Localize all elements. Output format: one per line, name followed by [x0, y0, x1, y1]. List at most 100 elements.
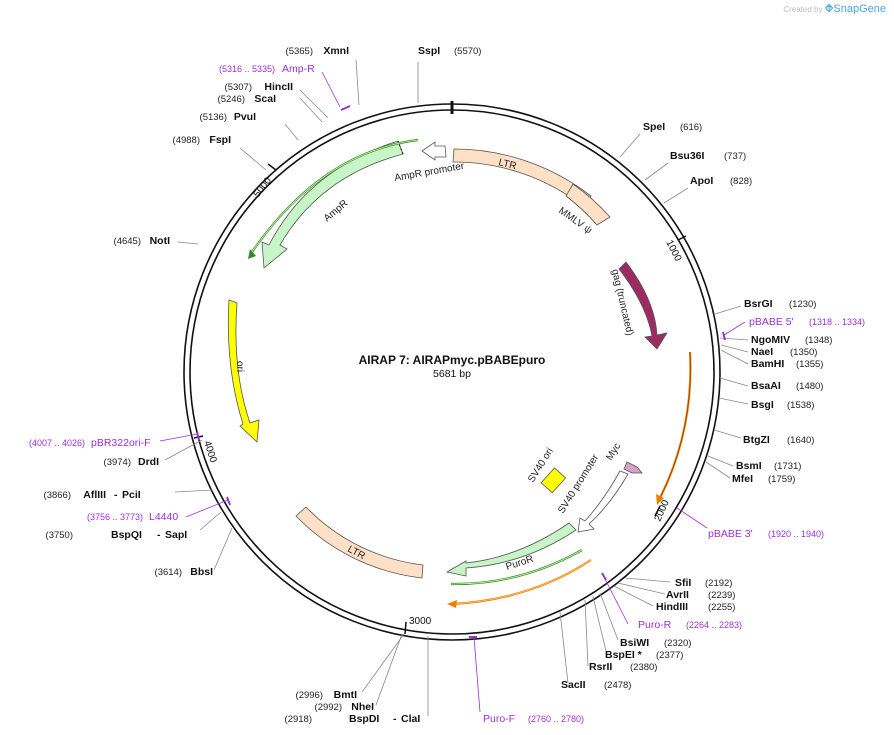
primer-range-pbabe-5: (1318 .. 1334) [809, 317, 865, 327]
site-name-bmti[interactable]: BmtI [334, 689, 357, 701]
feature-ltr-2[interactable] [295, 506, 424, 579]
site-name-bamhi[interactable]: BamHI [751, 358, 784, 370]
site-pos-drdi: (3974) [104, 457, 131, 468]
feature-sv40-promoter[interactable] [577, 470, 629, 533]
site-name-rsrii[interactable]: RsrII [589, 661, 612, 673]
primer-range-puro-r: (2264 .. 2283) [686, 620, 742, 630]
site-pos-hindiii: (2255) [708, 602, 735, 613]
tick-label-4000: 4000 [201, 440, 218, 465]
plasmid-title: AIRAP 7: AIRAPmyc.pBABEpuro [359, 353, 546, 367]
feature-puror[interactable] [445, 522, 577, 577]
site-pos-btgzi: (1640) [787, 435, 814, 446]
primer-name-puro-f[interactable]: Puro-F [483, 713, 515, 725]
site-name-apoi[interactable]: ApoI [690, 175, 713, 187]
feature-label-myc: Myc [604, 441, 623, 462]
site-name-ngomiv[interactable]: NgoMIV [751, 334, 790, 346]
brand-name: SnapGene [833, 3, 886, 15]
site-pos-bsiwi: (2320) [664, 638, 691, 649]
site-pos-fspi: (4988) [173, 135, 200, 146]
site-pos-apoi: (828) [730, 176, 752, 187]
site-name-bsu36i[interactable]: Bsu36I [670, 150, 705, 162]
site-name-fspi[interactable]: FspI [209, 134, 231, 146]
primer-range-amp-r: (5316 .. 5335) [219, 64, 275, 74]
site-pos-naei: (1350) [790, 347, 817, 358]
site-pos-sfii: (2192) [705, 578, 732, 589]
primer-marks [159, 71, 746, 713]
site-name-bsrgi[interactable]: BsrGI [744, 298, 773, 310]
site-name-bsiwi[interactable]: BsiWI [620, 637, 649, 649]
site-pos-sacii: (2478) [604, 680, 631, 691]
primer-name-pbr322ori-f[interactable]: pBR322ori-F [91, 437, 151, 449]
feature-mmlv-psi[interactable] [565, 183, 611, 226]
site-name-pvui[interactable]: PvuI [234, 111, 256, 123]
feature-ampr-promoter[interactable] [421, 141, 447, 161]
site-name-clai[interactable]: ClaI [401, 713, 420, 725]
site-pos-mfei: (1759) [768, 474, 795, 485]
feature-label-ltr-1: LTR [497, 157, 517, 172]
site-pos-bsrgi: (1230) [789, 299, 816, 310]
site-name-bbsi[interactable]: BbsI [190, 566, 213, 578]
site-pos-ngomiv: (1348) [805, 335, 832, 346]
primer-name-pbabe-5[interactable]: pBABE 5' [749, 316, 794, 328]
site-name-btgzi[interactable]: BtgZI [743, 434, 770, 446]
site-name-sacii[interactable]: SacII [561, 679, 586, 691]
feature-label-sv40-promoter: SV40 promoter [556, 452, 601, 515]
site-name-mfei[interactable]: MfeI [732, 473, 753, 485]
site-name-spei[interactable]: SpeI [643, 121, 665, 133]
site-name-avrii[interactable]: AvrII [666, 589, 689, 601]
backbone [183, 101, 721, 641]
site-leaders [164, 59, 749, 716]
site-name-bspei[interactable]: BspEI * [605, 649, 643, 661]
created-by-text: Created by [783, 5, 823, 14]
site-name-pcii[interactable]: PciI [122, 489, 141, 501]
site-name-sapi[interactable]: SapI [165, 529, 187, 541]
site-name-sfii[interactable]: SfiI [675, 577, 691, 589]
primer-range-pbr322ori-f: (4007 .. 4026) [29, 438, 85, 448]
site-pos-avrii: (2239) [708, 590, 735, 601]
feature-myc[interactable] [623, 461, 643, 474]
site-pos-bbsi: (3614) [155, 567, 182, 578]
site-name-drdi[interactable]: DrdI [138, 456, 159, 468]
site-name-xmni[interactable]: XmnI [323, 45, 349, 57]
site-name-bsaai[interactable]: BsaAI [751, 380, 781, 392]
primer-name-amp-r[interactable]: Amp-R [282, 63, 315, 75]
primer-range-puro-f: (2760 .. 2780) [528, 714, 584, 724]
tick-marks: 1000 2000 3000 4000 5000 [193, 163, 687, 635]
site-name-hincii[interactable]: HincII [264, 81, 293, 93]
site-pos-bspei: (2377) [656, 650, 683, 661]
site-name-noti[interactable]: NotI [150, 235, 170, 247]
site-name-hindiii[interactable]: HindIII [656, 601, 688, 613]
site-pos-spei: (616) [680, 122, 702, 133]
plasmid-size: 5681 bp [433, 368, 471, 380]
feature-sv40-ori[interactable] [540, 467, 567, 494]
primer-labels: (5316 .. 5335) Amp-R pBABE 5' (1318 .. 1… [29, 63, 865, 725]
feature-ampr[interactable] [261, 140, 404, 269]
site-name-scai[interactable]: ScaI [254, 93, 276, 105]
feature-gag-truncated[interactable] [618, 261, 668, 350]
site-labels-left: (5365) XmnI (5307) HincII (5246) ScaI (5… [44, 45, 421, 725]
primer-range-pbabe-3: (1920 .. 1940) [768, 529, 824, 539]
site-pos-bsaai: (1480) [796, 381, 823, 392]
site-pos-bspdi: (2918) [285, 714, 312, 725]
site-name-bsgi[interactable]: BsgI [751, 399, 774, 411]
site-name-bspdi[interactable]: BspDI [349, 713, 379, 725]
feature-ori[interactable] [227, 299, 260, 443]
site-pos-noti: (4645) [114, 236, 141, 247]
primer-name-puro-r[interactable]: Puro-R [638, 619, 672, 631]
primer-name-l4440[interactable]: L4440 [149, 511, 178, 523]
feature-label-ori: ori [234, 361, 245, 372]
site-name-bsmi[interactable]: BsmI [736, 460, 762, 472]
site-name-bspqi[interactable]: BspQI [111, 529, 142, 541]
site-name-sspi[interactable]: SspI [418, 45, 440, 57]
site-sep-clai: - [393, 713, 397, 725]
site-pos-bmti: (2996) [296, 690, 323, 701]
site-name-nhei[interactable]: NheI [351, 701, 374, 713]
primer-name-pbabe-3[interactable]: pBABE 3' [708, 528, 753, 540]
feature-label-ampr: AmpR [322, 198, 350, 224]
primer-range-l4440: (3756 .. 3773) [87, 512, 143, 522]
site-name-naei[interactable]: NaeI [751, 346, 773, 358]
site-pos-scai: (5246) [218, 94, 245, 105]
tick-label-3000: 3000 [409, 616, 432, 627]
site-name-afliii[interactable]: AflIII [83, 489, 106, 501]
